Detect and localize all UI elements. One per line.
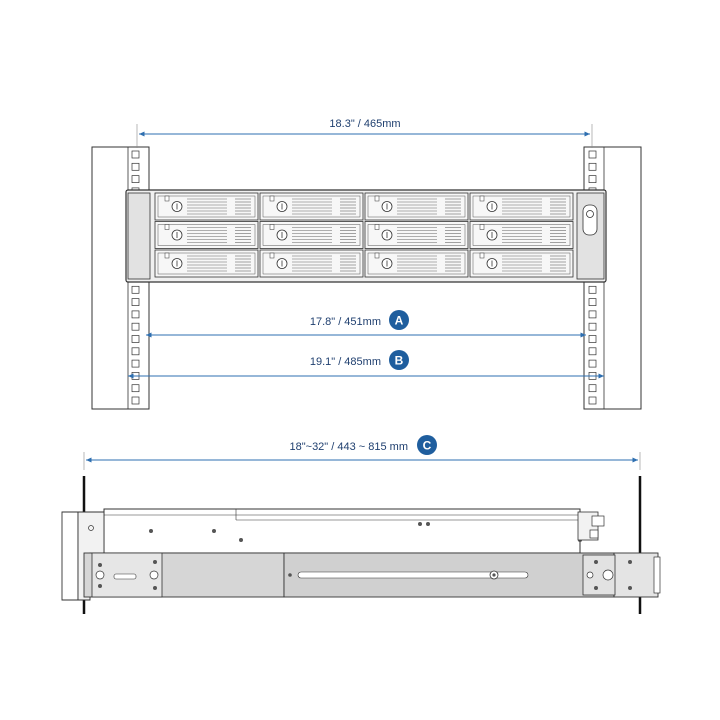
rack-hole — [131, 175, 140, 183]
drive-bay — [469, 221, 574, 249]
chassis-side-body — [61, 508, 605, 601]
rack-hole — [588, 175, 597, 183]
badge-b-icon — [389, 350, 409, 370]
drive-bay — [259, 192, 364, 221]
dimension-b-label: 19.1" / 485mm — [310, 356, 381, 368]
rack-hole — [131, 347, 140, 356]
drive-bay — [364, 192, 469, 221]
power-button-icon — [582, 204, 598, 236]
drive-bay — [469, 249, 574, 278]
chassis-front-panel — [125, 189, 607, 283]
drive-bay — [364, 221, 469, 249]
dimension-c: 18"~32" / 443 ~ 815 mm C — [83, 435, 641, 470]
drive-bay — [364, 249, 469, 278]
rack-hole — [588, 359, 597, 368]
rack-hole — [588, 322, 597, 331]
drive-bay — [259, 221, 364, 249]
dimension-top-width-label: 18.3" / 465mm — [329, 118, 400, 130]
rack-hole — [131, 298, 140, 306]
drive-bay — [154, 221, 259, 249]
rack-hole — [131, 335, 140, 343]
drive-bay — [154, 249, 259, 278]
rack-hole — [131, 322, 140, 331]
badge-c-label: C — [423, 439, 432, 453]
left-mount-ear — [127, 192, 151, 280]
slide-rail — [83, 552, 661, 598]
badge-b-label: B — [395, 354, 404, 368]
rack-hole — [588, 298, 597, 306]
rack-hole — [131, 384, 140, 393]
drive-bay — [259, 249, 364, 278]
dimension-top-width: 18.3" / 465mm — [136, 118, 593, 148]
rack-hole — [131, 310, 140, 319]
rack-hole — [588, 310, 597, 319]
drive-bay-grid — [154, 192, 574, 278]
rack-hole — [588, 347, 597, 356]
rack-hole — [131, 162, 140, 171]
badge-a-icon — [389, 310, 409, 330]
dimension-a: 17.8" / 451mm A — [146, 310, 586, 338]
rack-hole — [588, 396, 597, 405]
front-view: 18.3" / 465mm 17.8" / 451mm A 19.1" / 48… — [91, 118, 642, 410]
rack-hole — [588, 162, 597, 171]
drive-bay — [469, 192, 574, 221]
rack-hole — [588, 285, 597, 294]
rack-hole — [588, 150, 597, 159]
side-view: 18"~32" / 443 ~ 815 mm C — [61, 435, 661, 614]
rack-hole — [131, 150, 140, 159]
badge-a-label: A — [395, 314, 404, 328]
rack-hole — [588, 335, 597, 343]
rack-hole — [131, 359, 140, 368]
badge-c-icon — [417, 435, 437, 455]
dimension-c-label: 18"~32" / 443 ~ 815 mm — [290, 441, 409, 453]
drive-bay — [154, 192, 259, 221]
rack-hole — [131, 285, 140, 294]
rack-hole — [588, 384, 597, 393]
dimension-a-label: 17.8" / 451mm — [310, 316, 381, 328]
dimension-b: 19.1" / 485mm B — [127, 350, 604, 379]
rack-hole — [131, 396, 140, 405]
